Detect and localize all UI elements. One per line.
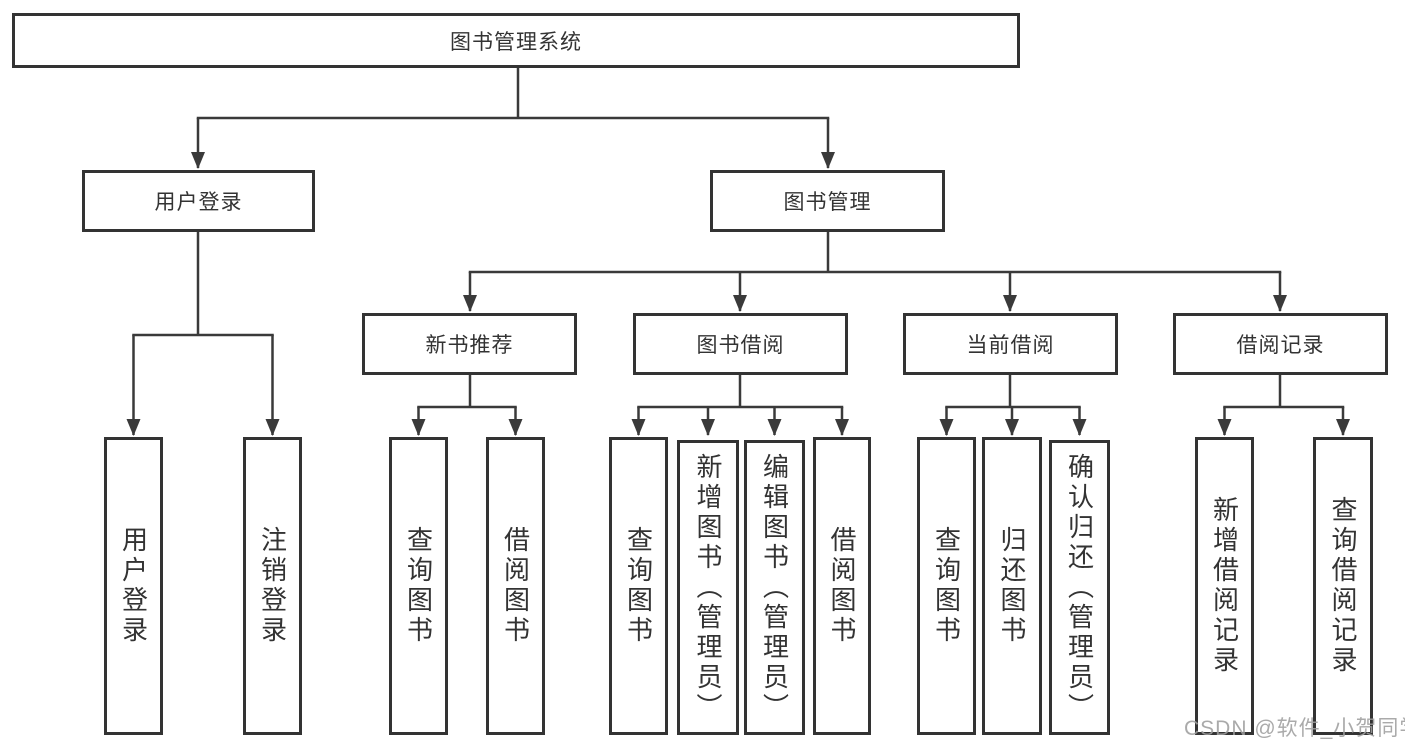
- node-book-borrowing: 图书借阅: [633, 313, 848, 375]
- leaf-user-login: 用户登录: [104, 437, 163, 735]
- leaf-return-books: 归还图书: [982, 437, 1042, 735]
- leaf-query-books-borrowing: 查询图书: [609, 437, 668, 735]
- leaf-add-books-admin: 新增图书（管理员）: [677, 440, 739, 735]
- leaf-query-borrow-record: 查询借阅记录: [1313, 437, 1373, 735]
- node-current-borrowing: 当前借阅: [903, 313, 1118, 375]
- leaf-query-books-current: 查询图书: [917, 437, 976, 735]
- node-borrowing-records: 借阅记录: [1173, 313, 1388, 375]
- leaf-query-books-recommend: 查询图书: [389, 437, 448, 735]
- leaf-edit-books-admin: 编辑图书（管理员）: [744, 440, 805, 735]
- node-new-book-recommendation: 新书推荐: [362, 313, 577, 375]
- watermark: CSDN @软件_小贺同学: [1184, 717, 1405, 740]
- leaf-logout: 注销登录: [243, 437, 302, 735]
- leaf-borrow-books-borrowing: 借阅图书: [813, 437, 871, 735]
- node-root-library-management-system: 图书管理系统: [12, 13, 1020, 68]
- leaf-add-borrow-record: 新增借阅记录: [1195, 437, 1254, 735]
- node-book-management-branch: 图书管理: [710, 170, 945, 232]
- leaf-borrow-books-recommend: 借阅图书: [486, 437, 545, 735]
- leaf-confirm-return-admin: 确认归还（管理员）: [1049, 440, 1110, 735]
- node-user-login-branch: 用户登录: [82, 170, 315, 232]
